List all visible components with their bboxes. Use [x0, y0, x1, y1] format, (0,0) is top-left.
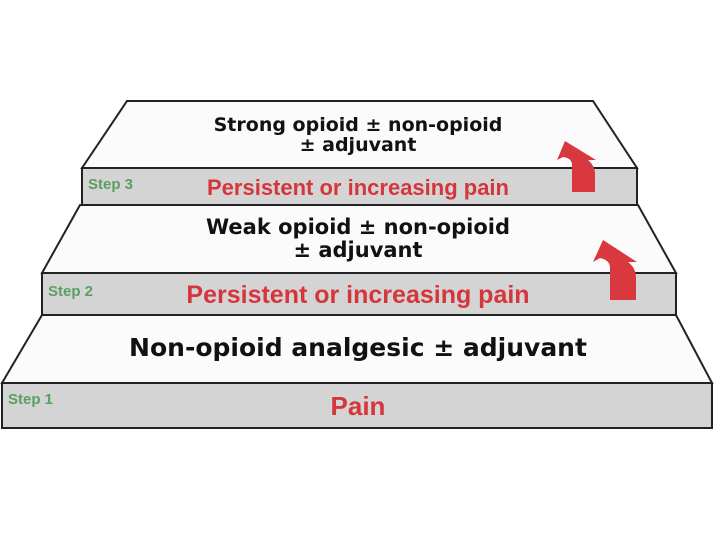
step-3-front-band	[81, 167, 638, 206]
step-2-label: Step 2	[48, 283, 93, 300]
step-1-front-band	[1, 382, 713, 429]
step-1: Non-opioid analgesic ± adjuvant Step 1 P…	[0, 314, 714, 429]
step-3: Strong opioid ± non-opioid ± adjuvant St…	[80, 100, 639, 206]
step-1-label: Step 1	[8, 391, 53, 408]
step-2-condition: Persistent or increasing pain	[186, 281, 529, 309]
step-3-treatment-line2: ± adjuvant	[300, 134, 417, 156]
step-2-treatment-line2: ± adjuvant	[293, 238, 422, 262]
step-3-condition: Persistent or increasing pain	[207, 175, 509, 200]
step-2-front-band	[41, 272, 677, 316]
curved-up-arrow-icon	[557, 141, 596, 192]
step-3-treatment-line1: Strong opioid ± non-opioid	[214, 114, 503, 136]
step-3-label: Step 3	[88, 176, 133, 193]
step-1-condition: Pain	[331, 391, 386, 421]
step-2-treatment-line1: Weak opioid ± non-opioid	[206, 215, 510, 239]
curved-up-arrow-icon	[593, 240, 637, 300]
step-2: Weak opioid ± non-opioid ± adjuvant Step…	[40, 204, 678, 316]
step-1-treatment: Non-opioid analgesic ± adjuvant	[129, 333, 587, 362]
